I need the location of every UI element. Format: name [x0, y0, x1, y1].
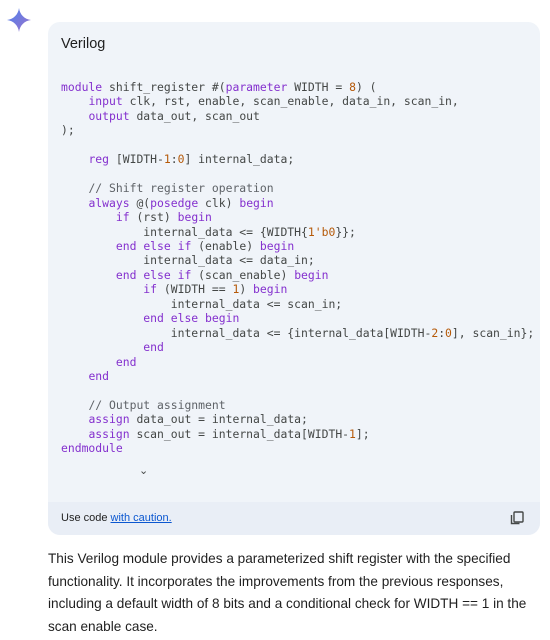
code-line: endmodule — [61, 441, 123, 456]
code-line: if (rst) begin — [115, 210, 212, 225]
chevron-down-icon[interactable]: ⌄ — [139, 465, 149, 477]
code-line: reg [WIDTH-1:0] internal_data; — [88, 152, 295, 167]
code-line: internal_data <= {internal_data[WIDTH-2:… — [61, 325, 535, 340]
code-line: always @(posedge clk) begin — [88, 195, 274, 210]
code-line: end else begin — [143, 311, 240, 326]
code-line: if (WIDTH == 1) begin — [143, 282, 288, 297]
code-content[interactable]: module shift_register #(parameter WIDTH … — [61, 80, 534, 456]
code-line: end — [143, 340, 164, 355]
code-line: internal_data <= {WIDTH{1'b0}}; — [61, 224, 356, 239]
gemini-sparkle-icon — [7, 8, 31, 32]
code-line: internal_data <= data_in; — [61, 253, 315, 268]
code-line: assign data_out = internal_data; — [88, 412, 308, 427]
code-line: end — [115, 354, 137, 369]
code-line: end else if (scan_enable) begin — [115, 267, 329, 282]
code-line: end else if (enable) begin — [115, 238, 295, 253]
code-footer: Use code with caution. — [48, 502, 540, 535]
code-line: module shift_register #(parameter WIDTH … — [61, 80, 377, 94]
caution-note: Use code with caution. — [61, 512, 172, 524]
caution-link[interactable]: with caution. — [110, 512, 172, 524]
code-line: input clk, rst, enable, scan_enable, dat… — [88, 94, 459, 109]
response-paragraph: This Verilog module provides a parameter… — [48, 551, 527, 634]
code-line: assign scan_out = internal_data[WIDTH-1]… — [88, 426, 370, 441]
code-language-label: Verilog — [61, 36, 106, 52]
copy-icon[interactable] — [510, 511, 524, 525]
code-line: end — [88, 369, 110, 384]
code-line: output data_out, scan_out — [88, 108, 260, 123]
code-line: // Output assignment — [88, 397, 226, 412]
caution-prefix: Use code — [61, 512, 111, 524]
code-line: // Shift register operation — [88, 181, 274, 196]
code-block: Verilog module shift_register #(paramete… — [48, 22, 540, 535]
code-line: ); — [61, 123, 75, 138]
code-line: internal_data <= scan_in; — [61, 296, 343, 311]
